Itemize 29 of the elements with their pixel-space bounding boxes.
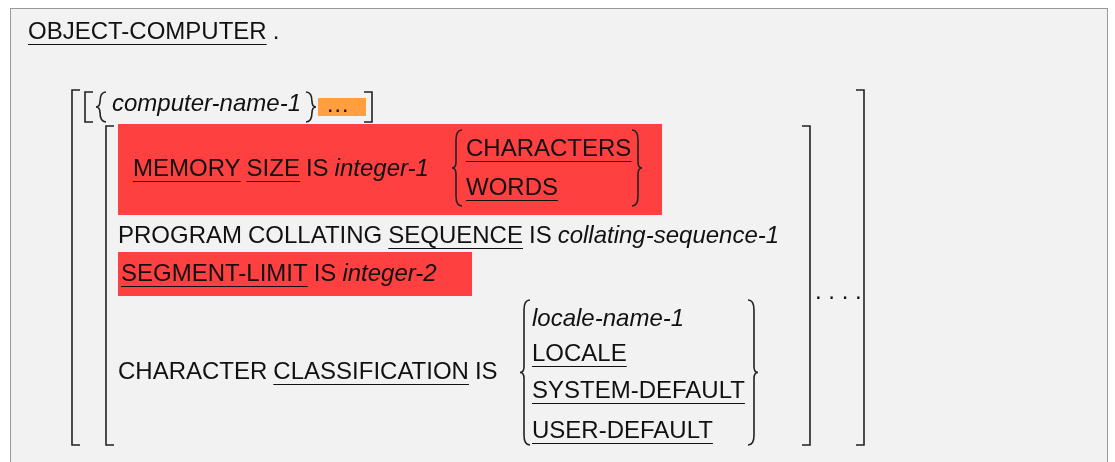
syntax-word: integer-1 [334,153,429,183]
syntax-word: computer-name-1 [112,88,301,118]
ellipsis-highlight [318,98,366,116]
syntax-word: USER-DEFAULT [532,415,713,445]
syntax-word: CHARACTER [118,356,268,386]
highlight-box [118,252,472,296]
syntax-word: SIZE [246,153,300,183]
syntax-word: WORDS [466,172,558,202]
syntax-word: MEMORY [133,153,241,183]
syntax-word: locale-name-1 [532,303,685,333]
syntax-word: ... [328,97,351,117]
syntax-word: COLLATING [248,220,383,250]
syntax-word: LOCALE [532,338,627,368]
syntax-word: OBJECT-COMPUTER [28,16,267,46]
syntax-word: . . . . [815,276,862,306]
syntax-word: . [272,16,280,46]
syntax-word: IS [474,356,498,386]
syntax-word: CHARACTERS [466,133,632,163]
syntax-word: CLASSIFICATION [273,356,469,386]
syntax-word: SYSTEM-DEFAULT [532,375,745,405]
highlight-box [118,124,662,215]
syntax-word: PROGRAM [118,220,242,250]
syntax-word: collating-sequence-1 [557,220,780,250]
syntax-word: IS [313,258,337,288]
syntax-word: IS [305,153,329,183]
syntax-word: SEGMENT-LIMIT [121,258,308,288]
syntax-word: SEQUENCE [388,220,523,250]
syntax-word: integer-2 [342,258,437,288]
syntax-word: IS [528,220,552,250]
